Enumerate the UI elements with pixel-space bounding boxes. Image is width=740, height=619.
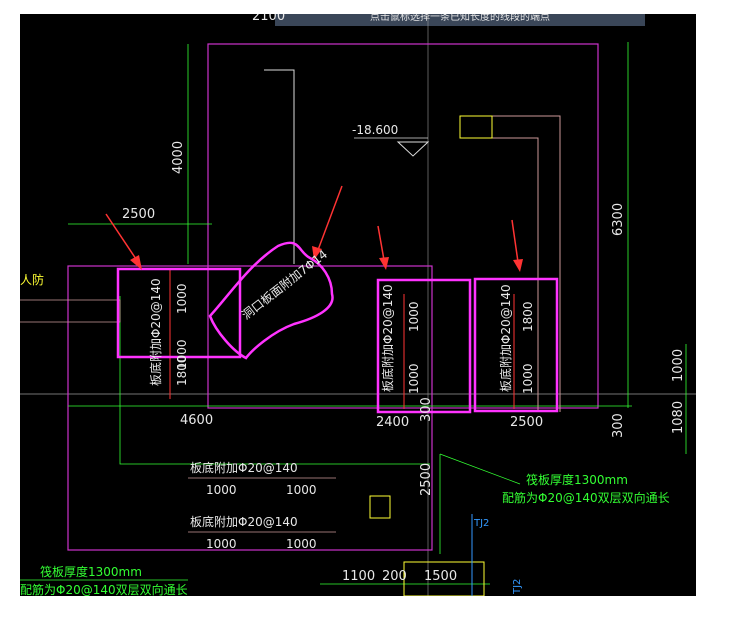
label-mid-rebar-1-right: 1000 (286, 483, 317, 497)
dim-text-2500-right: 2500 (510, 415, 543, 430)
label-box1-len-b: 1000 (175, 339, 189, 370)
pit-outline-upper (207, 43, 599, 409)
pit-shape-right (460, 115, 561, 412)
dim-text-2100: 2100 (252, 14, 285, 24)
label-raft-thickness-left: 筏板厚度1300mm (40, 564, 142, 579)
red-arrow-4 (511, 219, 523, 272)
beam-box-lower (403, 561, 485, 596)
elevation-text: -18.600 (352, 123, 398, 137)
stair-shaft-outline (264, 69, 295, 264)
label-raft-rebar-left: 配筋为Φ20@140双层双向通长 (20, 582, 188, 596)
label-mid-rebar-2-right: 1000 (286, 537, 317, 551)
highlight-freehand-loop (208, 241, 334, 360)
highlight-box-3 (473, 277, 559, 413)
label-box3-len-b: 1000 (521, 363, 535, 394)
structural-plan-drawing: 2100 4000 2500 4600 2400 2500 300 300 63… (20, 14, 696, 596)
label-box3-rebar: 板底附加Φ20@140 (498, 284, 513, 392)
label-box1-len-a: 1000 (175, 283, 189, 314)
wall-lines-left (20, 299, 121, 323)
elevation-triangle (396, 141, 430, 157)
dim-text-200: 200 (382, 569, 407, 584)
red-arrow-2 (312, 185, 343, 260)
dim-text-4000: 4000 (171, 141, 186, 174)
label-mid-rebar-2-left: 1000 (206, 537, 237, 551)
pit-shape-right-inner (480, 137, 539, 412)
cad-drawing-canvas[interactable]: 点击鼠标选择一条已知长度的线段的端点 (20, 14, 696, 596)
dim-text-1000-right: 1000 (671, 349, 686, 382)
dim-text-1080: 1080 (671, 401, 686, 434)
label-raft-rebar-right: 配筋为Φ20@140双层双向通长 (502, 490, 670, 505)
sump-box (459, 115, 493, 139)
dim-text-300-bottom: 300 (611, 413, 626, 438)
dim-text-2500-vertical: 2500 (419, 463, 434, 496)
column-box (369, 495, 391, 519)
highlight-box-2 (376, 278, 472, 414)
label-tj2-a: TJ2 (473, 518, 489, 529)
leader-raft-right (439, 453, 521, 485)
label-box2-rebar: 板底附加Φ20@140 (380, 284, 395, 392)
command-tooltip: 点击鼠标选择一条已知长度的线段的端点 (275, 14, 645, 26)
dim-text-4600: 4600 (180, 413, 213, 428)
dim-text-2500-left: 2500 (122, 207, 155, 222)
label-tj2-b: TJ2 (512, 579, 523, 595)
label-left-zone: 人防 (20, 272, 44, 287)
red-arrow-1 (105, 213, 142, 270)
label-mid-rebar-1-left: 1000 (206, 483, 237, 497)
green-wall-left (119, 296, 430, 465)
label-box3-len-a: 1800 (521, 301, 535, 332)
label-box2-len-b: 1000 (407, 363, 421, 394)
label-box1-len-c: 1800 (175, 355, 189, 386)
dim-text-300-mid: 300 (419, 397, 434, 422)
dim-text-1500: 1500 (424, 569, 457, 584)
red-arrow-3 (377, 225, 389, 270)
label-raft-thickness-right: 筏板厚度1300mm (526, 472, 628, 487)
dim-text-2400: 2400 (376, 415, 409, 430)
label-box1-rebar: 板底附加Φ20@140 (148, 278, 163, 386)
highlight-box-1 (116, 267, 242, 359)
label-mid-rebar-1: 板底附加Φ20@140 (190, 460, 298, 475)
dim-text-6300: 6300 (611, 203, 626, 236)
label-mid-rebar-2: 板底附加Φ20@140 (190, 514, 298, 529)
dim-text-1100: 1100 (342, 569, 375, 584)
raft-outline-lower-left (67, 265, 433, 551)
label-top-rebar: 洞口板面附加7Φ14 (239, 247, 330, 322)
label-box2-len-a: 1000 (407, 301, 421, 332)
